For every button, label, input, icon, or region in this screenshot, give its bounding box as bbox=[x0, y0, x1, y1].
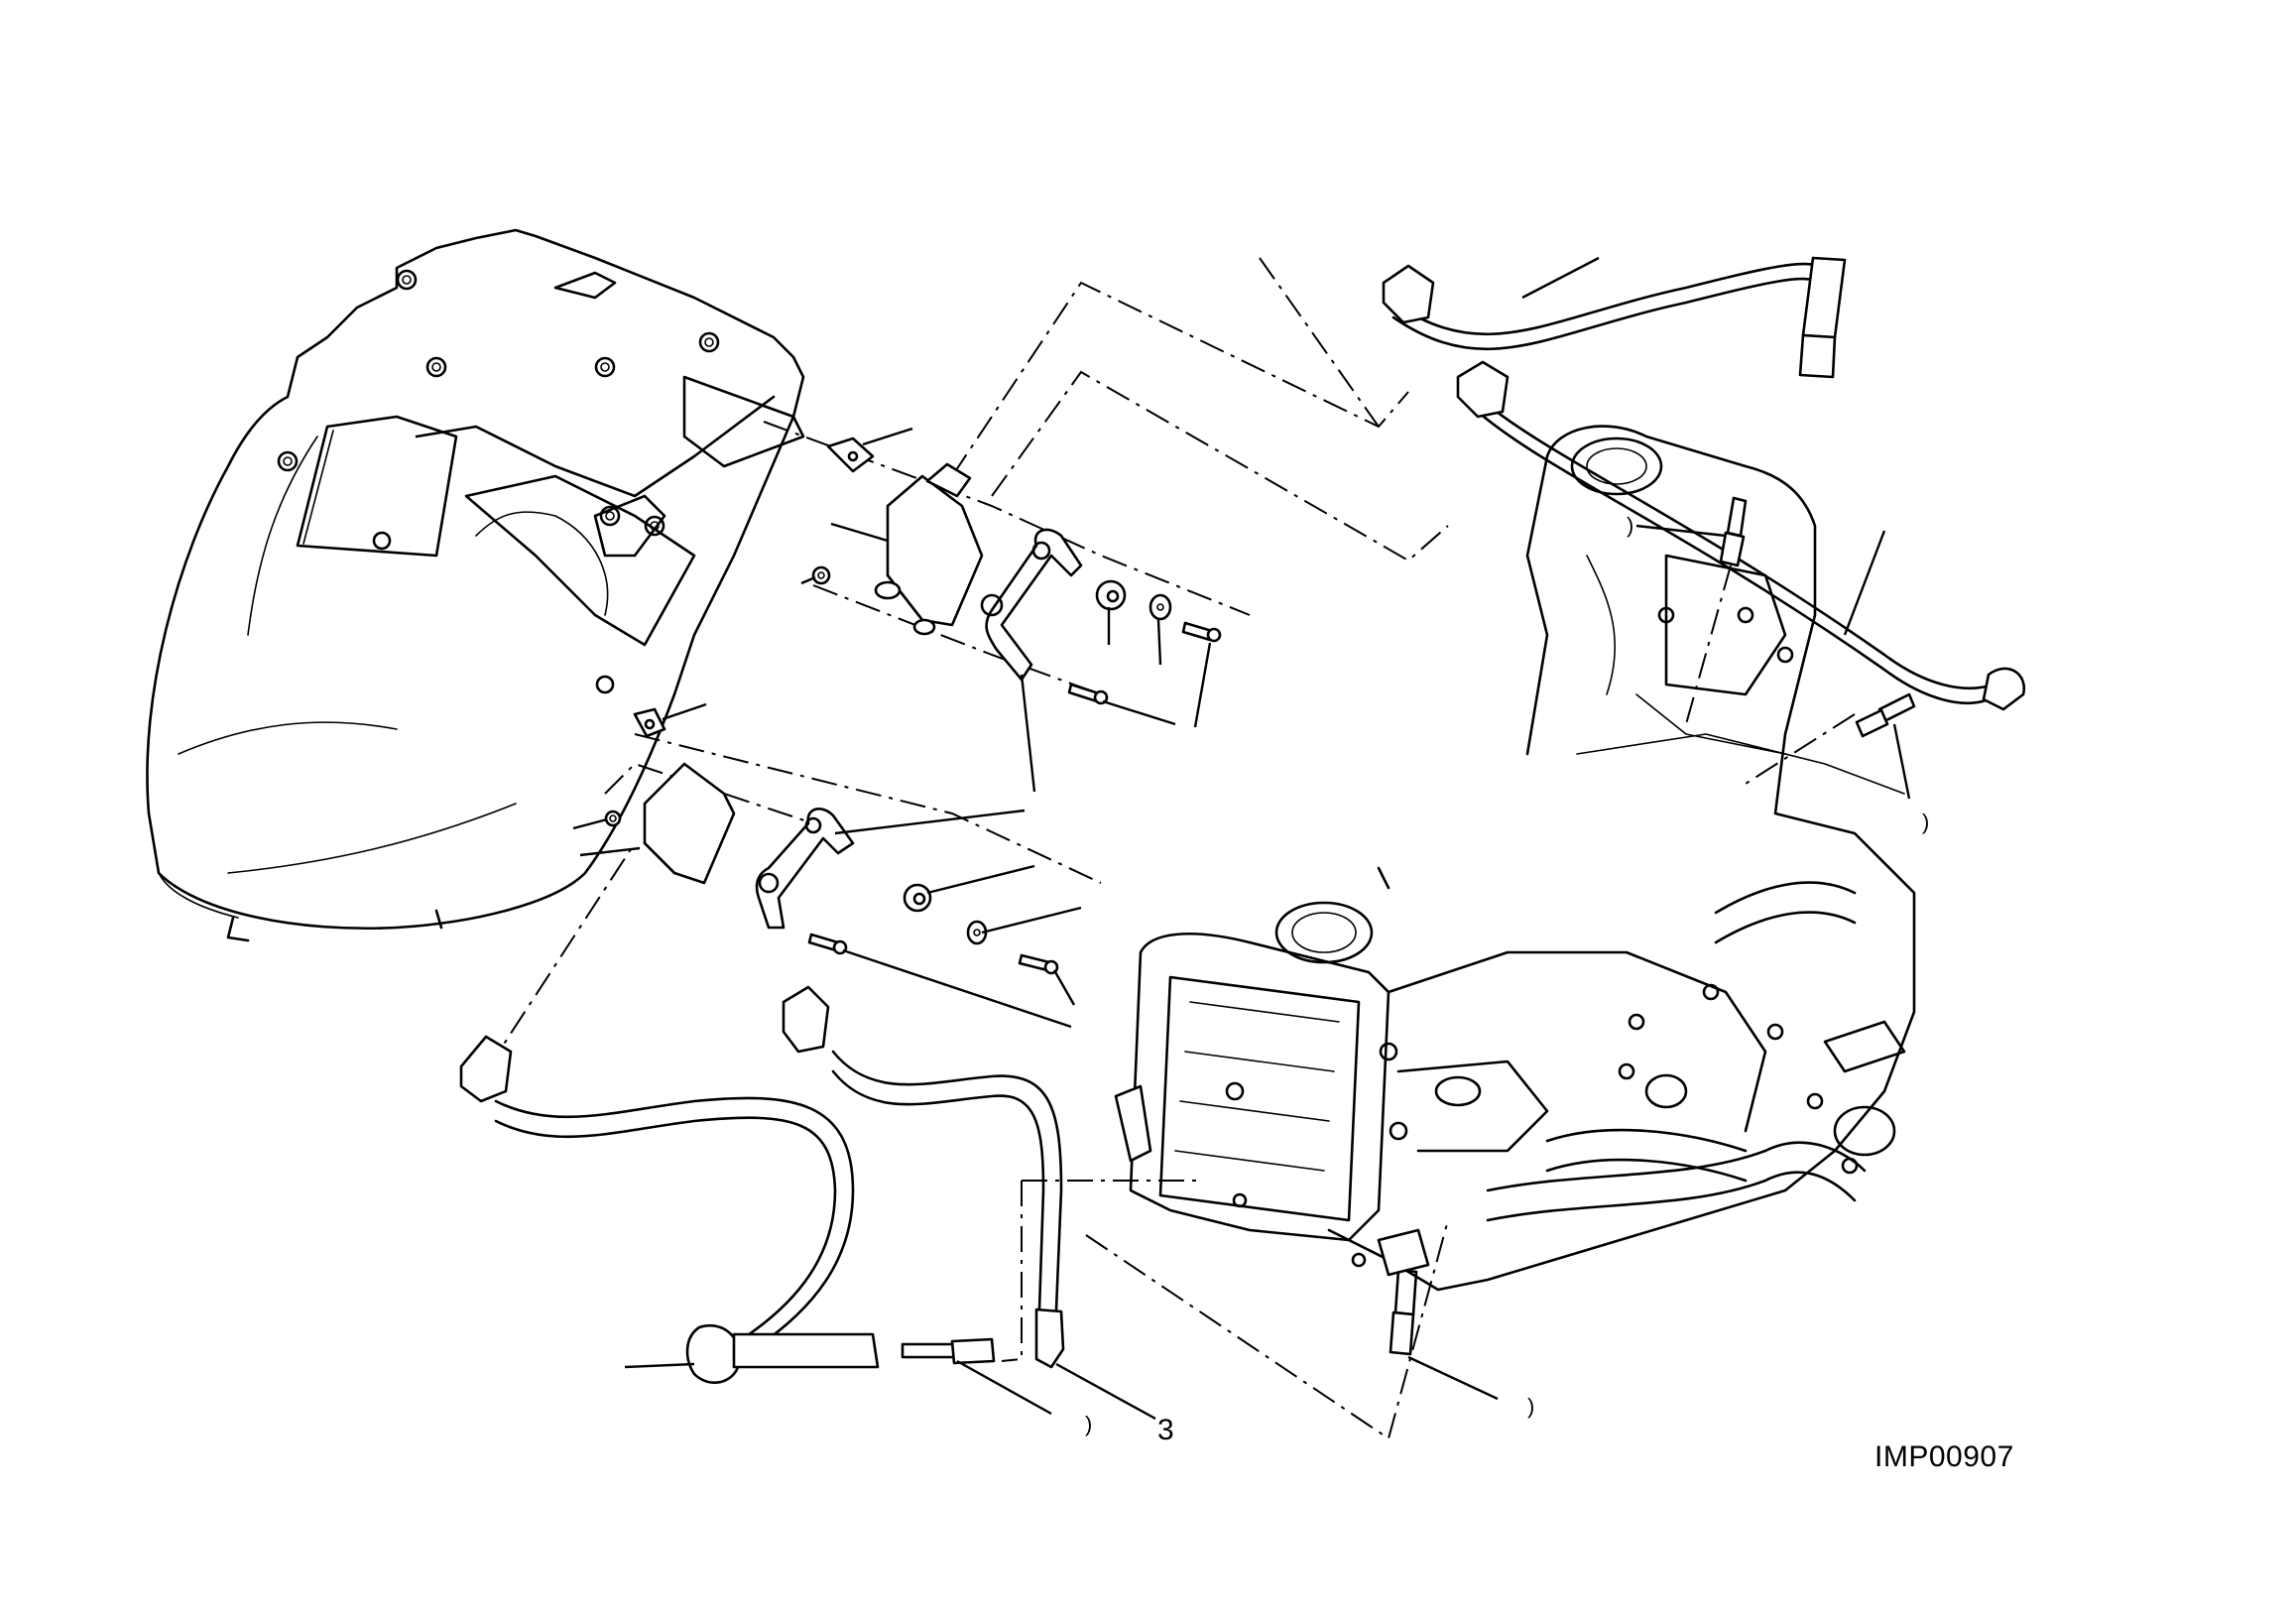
clip-nut-lower bbox=[633, 707, 666, 738]
rubber-damper-lower bbox=[903, 883, 932, 913]
leader-lines bbox=[572, 256, 1911, 1421]
clip-nut-upper bbox=[826, 437, 875, 473]
spark-plug bbox=[1855, 692, 1916, 738]
airbox bbox=[146, 228, 805, 942]
screw-lower-a bbox=[1018, 953, 1059, 975]
drawing-code: IMP00907 bbox=[1874, 1440, 2014, 1473]
hv-cable-vertical-cylinder-a bbox=[459, 1035, 880, 1384]
spark-plug bbox=[901, 1337, 996, 1365]
hv-cable-horizontal-cylinder-a bbox=[1382, 256, 1847, 379]
coil-bracket-lower bbox=[755, 808, 855, 930]
ignition-coil-lower bbox=[643, 762, 736, 885]
hv-cable-vertical-cylinder-b bbox=[782, 985, 1065, 1369]
callout-mark-spark-plug-right: ) bbox=[1922, 810, 1930, 834]
callout-mark-spark-plug-bottom-left: ) bbox=[1085, 1412, 1093, 1436]
spacer-upper bbox=[1148, 593, 1172, 621]
callout-mark-spark-plug-bottom: ) bbox=[1527, 1394, 1535, 1419]
grommet-lower bbox=[604, 810, 622, 827]
screw-upper-a bbox=[1181, 621, 1222, 643]
grommet-upper bbox=[811, 565, 831, 585]
screw-lower-b bbox=[807, 933, 848, 955]
screw-upper-b bbox=[1067, 683, 1109, 705]
engine bbox=[1114, 425, 1916, 1292]
coil-bracket-upper bbox=[980, 528, 1083, 682]
callout-number-3: 3 bbox=[1157, 1414, 1174, 1446]
hv-cable-horizontal-cylinder-b bbox=[1456, 360, 2026, 711]
ignition-coil-upper bbox=[874, 462, 984, 636]
rubber-damper-upper bbox=[1095, 579, 1127, 611]
spark-plug bbox=[1719, 496, 1748, 567]
spark-plug bbox=[1389, 1268, 1418, 1356]
callout-mark-spark-plug-top: ) bbox=[1627, 513, 1634, 538]
